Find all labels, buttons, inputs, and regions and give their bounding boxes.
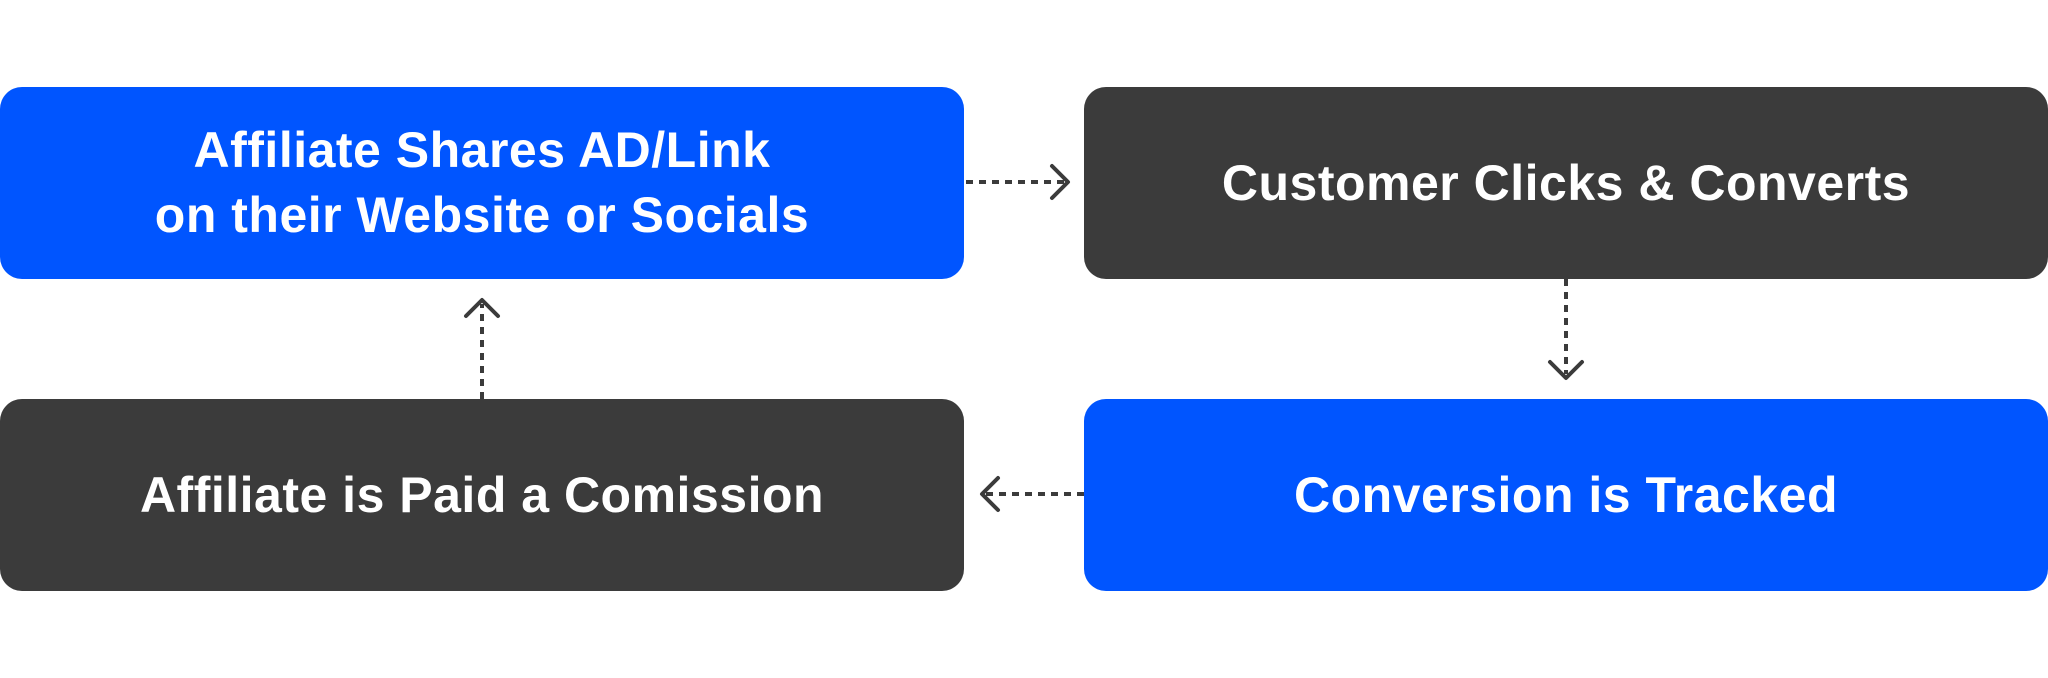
- step-affiliate-shares-link-label: Affiliate Shares AD/Link on their Websit…: [155, 118, 809, 248]
- step-affiliate-paid-commission: Affiliate is Paid a Comission: [0, 399, 964, 591]
- arrow-share-to-convert: [966, 164, 1070, 200]
- step-customer-clicks-converts-label: Customer Clicks & Converts: [1221, 154, 1911, 211]
- arrow-paid-to-share: [464, 298, 500, 399]
- step-affiliate-paid-commission-label: Affiliate is Paid a Comission: [139, 466, 825, 523]
- arrow-convert-to-tracked: [1548, 279, 1584, 380]
- step-customer-clicks-converts: Customer Clicks & Converts: [1084, 87, 2048, 279]
- step-affiliate-shares-link: Affiliate Shares AD/Link on their Websit…: [0, 87, 964, 279]
- step-conversion-tracked: Conversion is Tracked: [1084, 399, 2048, 591]
- arrow-tracked-to-paid: [980, 476, 1084, 512]
- step-label-line2: on their Website or Socials: [154, 187, 810, 243]
- step-label-line1: Affiliate Shares AD/Link: [193, 122, 771, 178]
- step-conversion-tracked-label: Conversion is Tracked: [1293, 466, 1839, 523]
